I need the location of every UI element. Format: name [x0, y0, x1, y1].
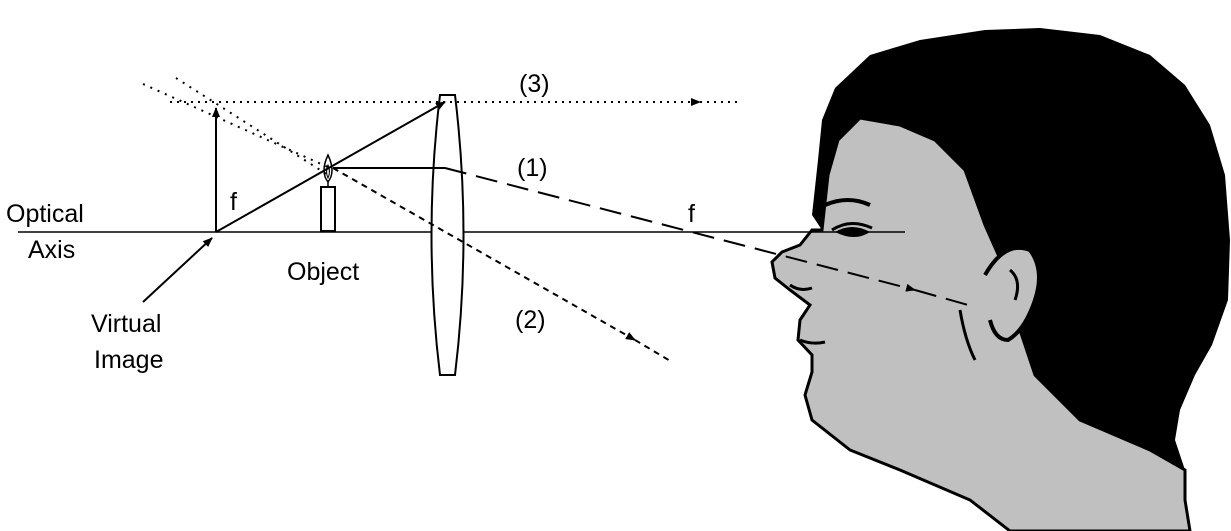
ray-1-refracted: [444, 167, 916, 292]
virtual-image-label-line2: Image: [94, 346, 163, 374]
ear-detail: [1008, 268, 1020, 301]
optical-axis-label-line1: Optical: [6, 200, 84, 228]
candle-icon: [320, 153, 336, 232]
ray-1-label: (1): [517, 154, 548, 182]
focal-right-label: f: [688, 200, 695, 228]
focal-left-label: f: [230, 188, 237, 216]
ray-2-label: (2): [515, 306, 546, 334]
virtual-image-label-line1: Virtual: [91, 310, 161, 338]
eyebrow: [824, 198, 871, 207]
viewer-head-icon: [770, 28, 1230, 531]
nostril: [789, 283, 813, 291]
optical-axis-label-line2: Axis: [28, 236, 75, 264]
ray-2-tail: [634, 339, 673, 363]
back-extension-upper: [142, 83, 331, 169]
virtual-image-pointer: [142, 237, 213, 303]
mouth: [799, 338, 826, 345]
ear: [983, 245, 1041, 343]
ray-3-label: (3): [519, 70, 550, 98]
back-extension-lower: [175, 77, 329, 176]
convex-lens-icon: [430, 94, 465, 376]
object-label: Object: [287, 258, 359, 286]
ray-2-line: [332, 167, 636, 341]
ray-1-tail: [914, 289, 969, 306]
eye-lid: [831, 222, 873, 232]
ray-3-construction: [215, 101, 446, 233]
cheek-line: [958, 309, 977, 361]
